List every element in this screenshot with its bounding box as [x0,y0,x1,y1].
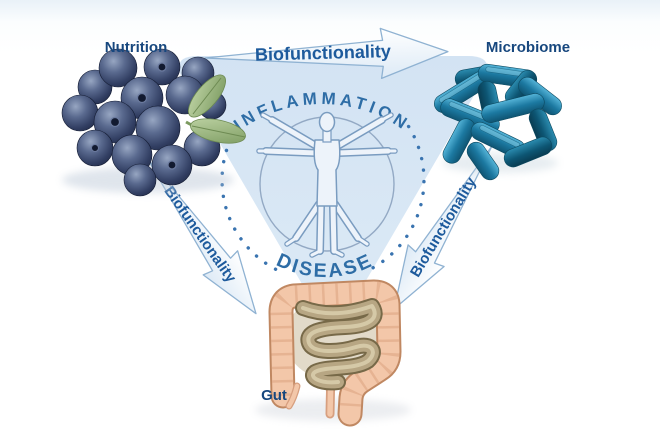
microbiome-label: Microbiome [486,39,570,56]
arrow-left-shape [146,157,257,315]
man-head [318,111,336,133]
nutrition-label: Nutrition [105,39,167,56]
arrow-top-shape [204,27,449,80]
blueberries-illustration [61,48,246,197]
dotted-arc-right [368,124,426,271]
vitruvian-man-illustration [256,111,398,258]
dotted-circle [220,124,426,271]
dotted-arc-left [220,124,278,271]
appendix [285,382,301,410]
gut-label: Gut [261,387,287,404]
arrow-left-label: Biofunctionality [160,183,239,286]
intestines-illustration [255,279,411,427]
arrow-top-label: Biofunctionality [255,41,391,65]
berry-calyx-details [91,62,177,170]
man-torso [313,139,341,207]
arrow-top-biofunctionality: Biofunctionality [204,27,449,80]
bacteria-cluster-illustration [434,63,562,181]
leaf-icon [188,74,246,144]
small-intestine [295,298,383,391]
colon [268,279,402,427]
